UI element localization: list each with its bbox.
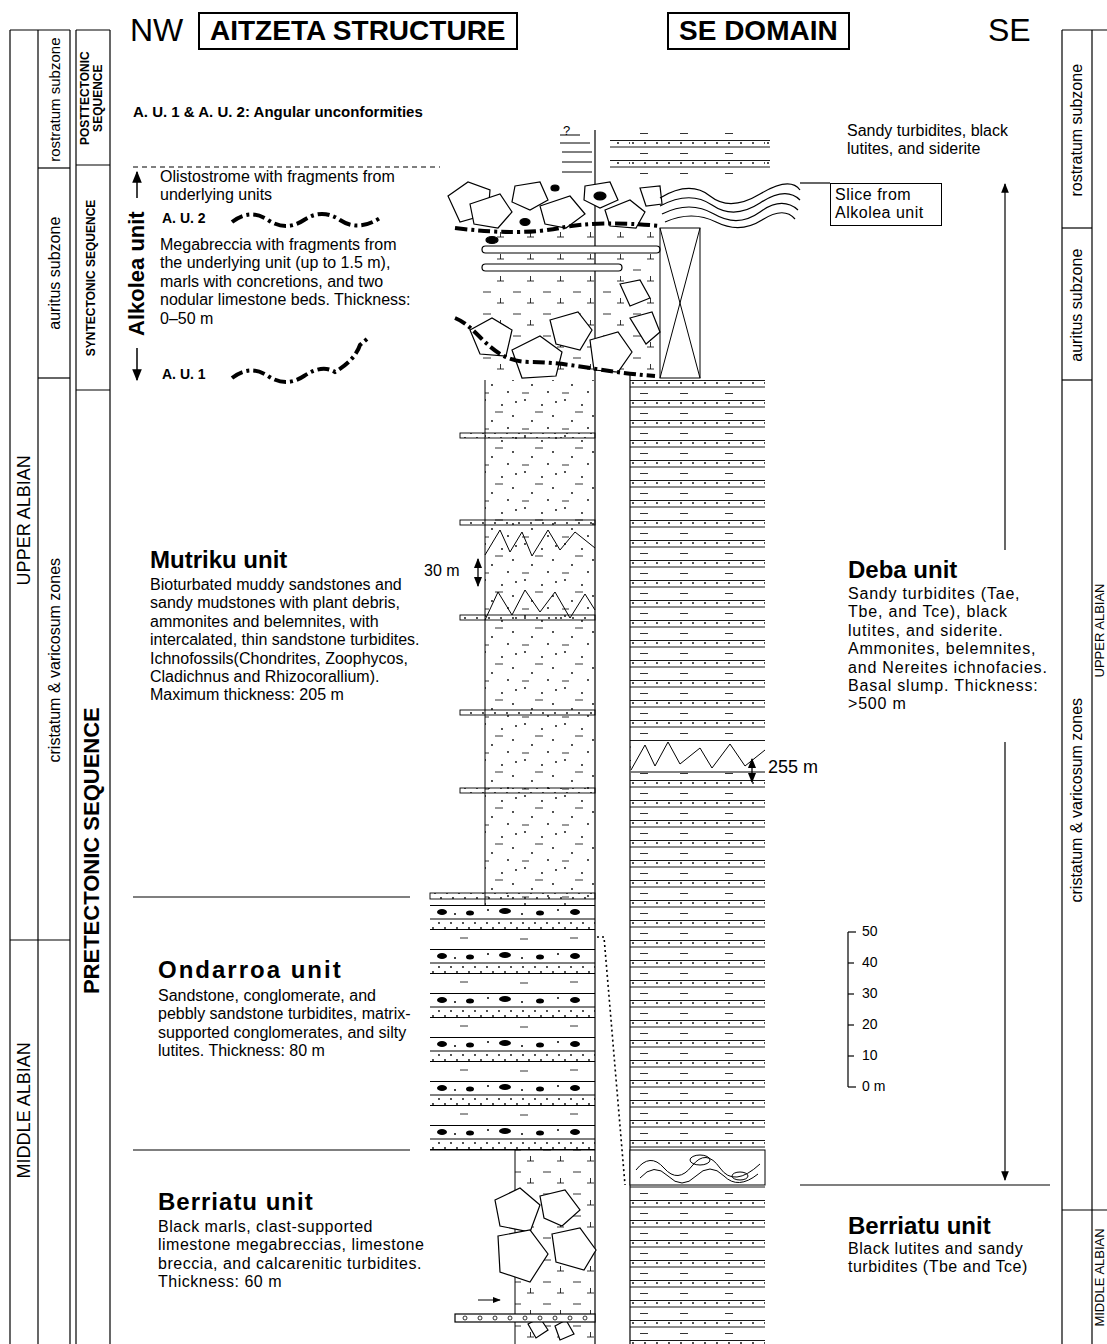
- column-label: rostratum subzone: [1068, 35, 1086, 225]
- box-text: AITZETA STRUCTURE: [210, 15, 506, 47]
- annotation-text: Mutriku unit: [150, 546, 287, 574]
- annotation-text: Sandy turbidites, black lutites, and sid…: [847, 122, 1017, 159]
- annotation-text: 30: [862, 985, 878, 1001]
- annotation-text: Black lutites and sandy turbidites (Tbe …: [848, 1240, 1053, 1277]
- column-label: MIDDLE ALBIAN: [14, 960, 35, 1260]
- column-label: Alkolea unit: [124, 198, 149, 348]
- column-label: rostratum subzone: [46, 31, 63, 167]
- annotation-text: Bioturbated muddy sandstones and sandy m…: [150, 576, 428, 705]
- annotation-text: NW: [130, 12, 183, 49]
- column-label: UPPER ALBIAN: [14, 320, 35, 720]
- column-label: PRETECTONIC SEQUENCE: [79, 550, 104, 1150]
- column-label: SYNTECTONIC SEQUENCE: [85, 168, 99, 388]
- annotation-text: 0 m: [862, 1078, 885, 1094]
- annotation-text: 50: [862, 923, 878, 939]
- box-text: SE DOMAIN: [679, 15, 838, 47]
- annotation-text: 20: [862, 1016, 878, 1032]
- annotation-text: Sandstone, conglomerate, and pebbly sand…: [158, 987, 416, 1061]
- annotation-text: Black marls, clast-supported limestone m…: [158, 1218, 426, 1292]
- annotation-text: ?: [563, 124, 570, 139]
- column-label: POSTTECTONIC SEQUENCE: [79, 34, 105, 162]
- column-label: UPPER ALBIAN: [1093, 480, 1107, 780]
- annotation-text: Olistostrome with fragments from underly…: [160, 168, 405, 205]
- annotation-text: 40: [862, 954, 878, 970]
- annotation-text: A. U. 1: [162, 366, 206, 382]
- annotation-text: 255 m: [768, 757, 818, 778]
- annotation-text: Ondarroa unit: [158, 956, 343, 984]
- title-box: SE DOMAIN: [667, 12, 850, 50]
- annotation-text: Berriatu unit: [848, 1212, 991, 1240]
- annotation-text: 30 m: [424, 562, 460, 580]
- annotation-text: 10: [862, 1047, 878, 1063]
- annotation-text: SE: [988, 12, 1031, 49]
- column-label: cristatum & varicosum zones: [46, 410, 64, 910]
- annotation-text: Sandy turbidites (Tae, Tbe, and Tce), bl…: [848, 585, 1056, 714]
- annotation-text: Deba unit: [848, 556, 957, 584]
- annotation-text: Megabreccia with fragments from the unde…: [160, 236, 415, 328]
- box-text: Slice from Alkolea unit: [835, 186, 937, 223]
- annotation-text: Berriatu unit: [158, 1188, 314, 1216]
- annotation-text: A. U. 1 & A. U. 2: Angular unconformitie…: [133, 103, 423, 120]
- callout-box: Slice from Alkolea unit: [830, 183, 942, 226]
- column-label: auritus subzone: [46, 173, 64, 373]
- column-label: MIDDLE ALBIAN: [1093, 1212, 1107, 1342]
- column-label: cristatum & varicosum zones: [1068, 550, 1086, 1050]
- title-box: AITZETA STRUCTURE: [198, 12, 518, 50]
- column-label: auritus subzone: [1068, 231, 1086, 379]
- annotation-text: A. U. 2: [162, 210, 206, 226]
